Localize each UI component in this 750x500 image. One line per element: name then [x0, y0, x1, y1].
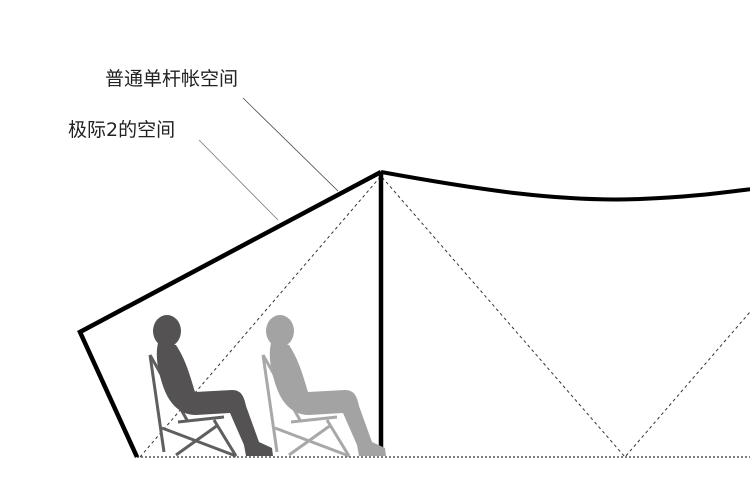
- tent-roof-curve: [380, 170, 750, 202]
- person-light: [266, 315, 386, 456]
- person-dark: [153, 315, 273, 456]
- label-normal-tent-space: 普通单杆帐空间: [105, 68, 239, 90]
- label-extreme2-space: 极际2的空间: [68, 119, 176, 141]
- tent-wall: [77, 170, 383, 458]
- leader-line-extreme2: [198, 139, 279, 221]
- leader-line-normal: [242, 97, 339, 192]
